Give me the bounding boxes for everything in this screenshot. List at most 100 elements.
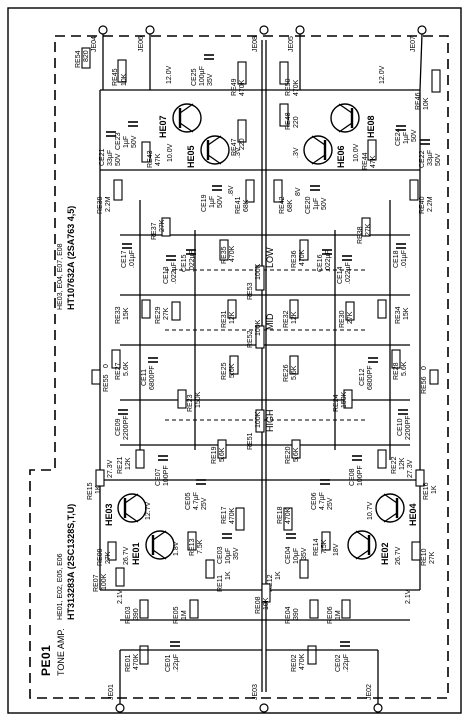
transistor-he04: HE04 — [375, 493, 418, 526]
group-b-part: HT107632A (2SA763 4,5) — [66, 206, 76, 310]
svg-text:CE09: CE09 — [115, 418, 122, 436]
voltage-107v: 10.7V — [367, 501, 374, 520]
svg-text:1µF: 1µF — [313, 198, 320, 210]
capacitor-ce13: CE13 .022µF — [163, 255, 178, 284]
jack-je07-label: JE07 — [410, 36, 417, 52]
resistor-re12: RE12 1K — [267, 559, 309, 592]
resistor-re14: RE14 7.5K — [313, 531, 331, 556]
voltage-8v-left: .8V — [228, 185, 235, 196]
svg-text:68K: 68K — [243, 199, 250, 212]
svg-text:35V: 35V — [233, 547, 240, 560]
svg-text:RE20: RE20 — [285, 446, 292, 464]
svg-text:CE14: CE14 — [337, 266, 344, 284]
svg-text:390: 390 — [293, 608, 300, 620]
resistor-re55: RE55 0 — [91, 364, 110, 392]
svg-text:27K: 27K — [105, 551, 112, 564]
resistor-re49: RE49 470K — [231, 61, 247, 96]
svg-text:470K: 470K — [299, 249, 306, 266]
resistor-re03: RE03 390 — [125, 599, 149, 624]
svg-text:2200PF: 2200PF — [405, 415, 412, 440]
resistor-re51: RE51 100K — [247, 409, 265, 450]
jack-je06: JE06 — [138, 25, 155, 90]
resistor-re15: RE15 1K — [87, 469, 105, 500]
resistor-re24: RE24 150K — [333, 389, 353, 412]
jack-je08-label: JE08 — [252, 36, 259, 52]
svg-text:5.6K: 5.6K — [219, 447, 226, 462]
svg-text:RE37: RE37 — [151, 222, 158, 240]
svg-text:100PF: 100PF — [163, 465, 170, 486]
capacitor-ce05: CE05 4.7µF 25V — [185, 479, 208, 510]
svg-text:RE52: RE52 — [247, 330, 254, 348]
svg-text:5.6K: 5.6K — [291, 365, 298, 380]
svg-text:RE51: RE51 — [247, 432, 254, 450]
svg-text:RE46: RE46 — [415, 92, 422, 110]
svg-text:470K: 470K — [229, 507, 236, 524]
resistor-re32: RE32 12K — [283, 299, 299, 328]
resistor-re42: RE42 68K — [273, 179, 294, 214]
transistor-he05: HE05 — [186, 135, 230, 168]
svg-text:RE01: RE01 — [125, 654, 132, 672]
resistor-re52: RE52 100K — [247, 319, 265, 349]
capacitor-ce16: CE16 .022µF — [317, 249, 332, 272]
svg-text:27K: 27K — [159, 219, 166, 232]
svg-text:RE15: RE15 — [87, 482, 94, 500]
svg-text:RE28: RE28 — [393, 362, 400, 380]
svg-text:CE07: CE07 — [155, 468, 162, 486]
jack-je03: JE03 — [252, 684, 269, 713]
svg-text:2.2M: 2.2M — [427, 196, 434, 212]
svg-text:RE41: RE41 — [235, 196, 242, 214]
pcb-outline — [29, 35, 449, 699]
outer-border — [7, 7, 462, 714]
he01-label: HE01 — [131, 542, 141, 565]
resistor-re06: RE06 1M — [327, 599, 351, 624]
band-low-label: LOW — [265, 247, 275, 268]
svg-text:RE56: RE56 — [421, 376, 428, 394]
band-mid-label: MID — [265, 313, 275, 330]
svg-text:68K: 68K — [287, 199, 294, 212]
svg-text:CE19: CE19 — [201, 194, 208, 212]
transistor-he03: HE03 — [104, 493, 147, 526]
svg-text:CE05: CE05 — [185, 492, 192, 510]
capacitor-ce12: CE12 6800PF — [359, 357, 378, 390]
resistor-re26: RE26 5.6K — [283, 355, 299, 382]
resistor-re07: RE07 100K — [93, 567, 125, 592]
jack-je05: JE05 — [288, 25, 305, 90]
svg-text:1K: 1K — [225, 571, 232, 580]
svg-text:RE29: RE29 — [155, 306, 162, 324]
jack-je02: JE02 — [366, 650, 383, 713]
svg-text:100K: 100K — [255, 319, 262, 336]
resistor-re50: RE50 470K — [279, 61, 300, 96]
svg-text:RE53: RE53 — [247, 282, 254, 300]
svg-text:CE13: CE13 — [163, 266, 170, 284]
svg-text:220: 220 — [293, 116, 300, 128]
svg-text:.01µF: .01µF — [401, 250, 408, 268]
svg-text:50V: 50V — [411, 129, 418, 142]
resistor-re48: RE48 220 — [279, 103, 300, 130]
resistor-re30: RE30 27K — [339, 301, 355, 328]
resistor-re05: RE05 1M — [173, 599, 199, 624]
svg-text:5.6K: 5.6K — [293, 447, 300, 462]
svg-text:35V: 35V — [301, 547, 308, 560]
voltage-3v-left: .3V — [235, 147, 242, 158]
svg-text:390: 390 — [133, 608, 140, 620]
svg-text:100K: 100K — [101, 573, 108, 590]
resistor-re08: RE08 10K — [255, 583, 271, 614]
svg-text:RE40: RE40 — [419, 196, 426, 214]
capacitor-ce02: CE02 .22µF — [335, 641, 350, 672]
svg-text:RE17: RE17 — [221, 506, 228, 524]
svg-text:RE42: RE42 — [279, 196, 286, 214]
resistor-re31: RE31 12K — [221, 299, 237, 328]
capacitor-ce03: CE03 10µF 35V — [217, 533, 240, 564]
svg-text:50V: 50V — [131, 135, 138, 148]
svg-text:1µF: 1µF — [123, 136, 130, 148]
svg-text:RE32: RE32 — [283, 310, 290, 328]
capacitor-ce06: CE06 4.7µF 25V — [311, 479, 334, 510]
svg-text:50V: 50V — [321, 197, 328, 210]
resistor-re37: RE37 27K — [151, 217, 171, 240]
resistor-re25: RE25 5.6K — [221, 355, 239, 380]
svg-text:150K: 150K — [341, 391, 348, 408]
svg-text:1µF: 1µF — [209, 196, 216, 208]
module-id: PE01 — [39, 645, 53, 676]
resistor-re01: RE01 470K — [125, 645, 149, 672]
